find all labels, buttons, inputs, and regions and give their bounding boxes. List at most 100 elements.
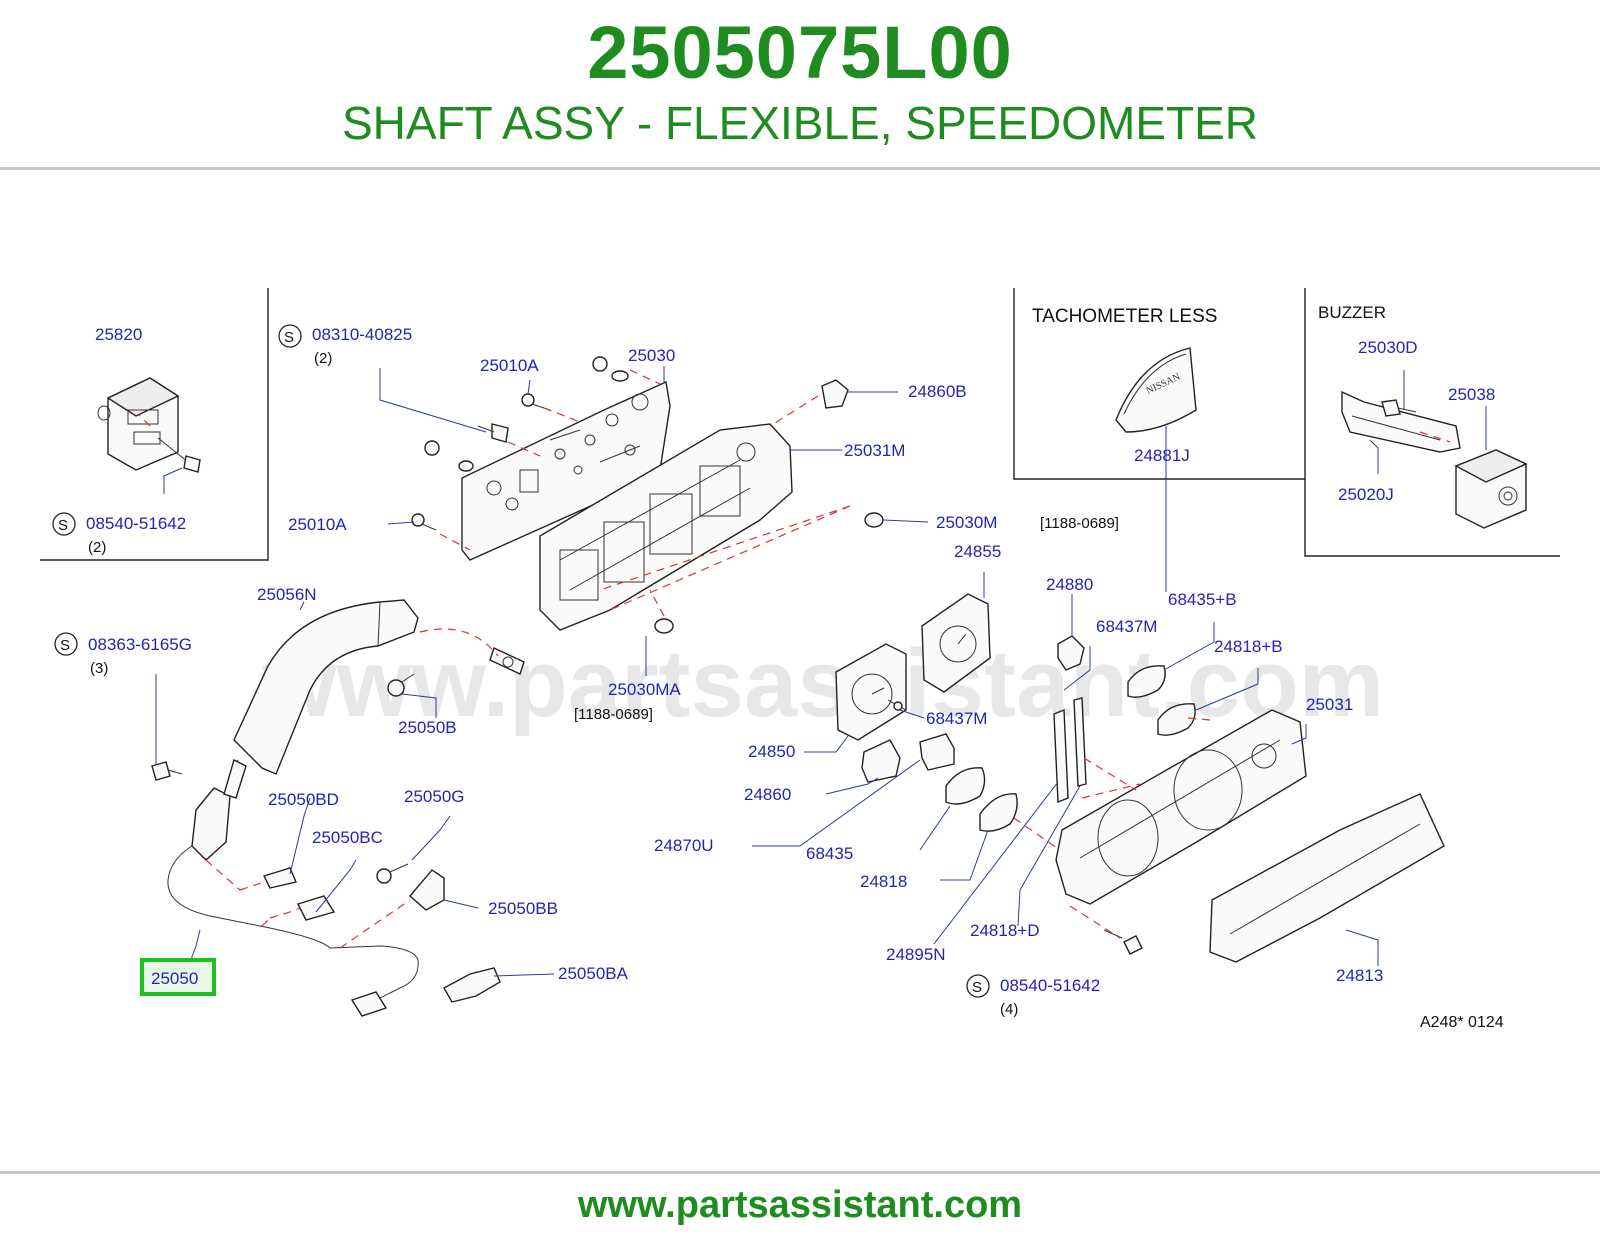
label-25050BC[interactable]: 25050BC: [312, 828, 383, 847]
label-25030M[interactable]: 25030M: [936, 513, 997, 532]
part-24860-gauge[interactable]: [861, 739, 901, 783]
part-25031M-meter-case[interactable]: [539, 423, 793, 631]
part-25050BD-clip[interactable]: [263, 867, 297, 889]
label-24881J[interactable]: 24881J: [1134, 446, 1190, 465]
standard-marker-08310: S: [278, 324, 302, 348]
label-08540-51642-a[interactable]: 08540-51642: [86, 514, 186, 533]
label-08363-6165G[interactable]: 08363-6165G: [88, 635, 192, 654]
footer-website-link[interactable]: www.partsassistant.com: [577, 1184, 1023, 1226]
part-25030-bulb[interactable]: [592, 356, 629, 382]
part-25031-meter-housing[interactable]: [1055, 709, 1307, 905]
part-25050B-clip[interactable]: [387, 673, 415, 697]
part-25056N-cover[interactable]: [233, 599, 419, 775]
inset-box-tachometer: [1013, 288, 1306, 480]
part-25010A-bulb-b[interactable]: [411, 513, 437, 531]
label-24818D[interactable]: 24818+D: [970, 921, 1039, 940]
watermark-text: www.partsassistant.com: [261, 630, 1384, 737]
label-date-range-b: [1188-0689]: [574, 706, 653, 723]
page-header: 2505075L00 SHAFT ASSY - FLEXIBLE, SPEEDO…: [0, 0, 1600, 168]
label-25056N[interactable]: 25056N: [257, 585, 317, 604]
part-25050BB-bracket[interactable]: [409, 869, 445, 911]
label-24860B[interactable]: 24860B: [908, 382, 967, 401]
part-08363-screw[interactable]: [151, 761, 183, 781]
part-bulb-c[interactable]: [424, 440, 474, 472]
part-08540-51642-screw-b[interactable]: [1103, 929, 1143, 955]
label-25030D[interactable]: 25030D: [1358, 338, 1418, 357]
part-24818D-strip[interactable]: [1073, 697, 1087, 787]
label-24818B[interactable]: 24818+B: [1214, 637, 1283, 656]
part-24870U-housing[interactable]: [919, 733, 955, 771]
label-68435B[interactable]: 68435+B: [1168, 590, 1237, 609]
part-25050G-screw[interactable]: [376, 863, 409, 884]
part-number-title: 2505075L00: [587, 11, 1013, 94]
svg-text:S: S: [58, 517, 68, 534]
part-25010A-bulb-a[interactable]: [521, 393, 551, 411]
assembly-dash-lines: [137, 369, 1451, 949]
label-25050BA[interactable]: 25050BA: [558, 964, 629, 983]
label-25031M[interactable]: 25031M: [844, 441, 905, 460]
label-24870U[interactable]: 24870U: [654, 836, 714, 855]
part-grommet-upper[interactable]: [489, 647, 525, 675]
footer-divider: [0, 1171, 1600, 1174]
label-25030MA[interactable]: 25030MA: [608, 680, 681, 699]
part-25030M-bulb[interactable]: [864, 512, 884, 528]
label-date-range-a: [1188-0689]: [1040, 515, 1119, 532]
label-qty-4: (4): [1000, 1001, 1018, 1018]
part-25030MA-bulb[interactable]: [654, 618, 674, 634]
label-24880[interactable]: 24880: [1046, 575, 1093, 594]
part-24855-speedometer[interactable]: [921, 593, 991, 693]
part-24813-lens[interactable]: [1209, 793, 1445, 963]
part-68435B-window[interactable]: [1127, 665, 1166, 698]
standard-marker-08540-b: S: [966, 974, 990, 998]
part-68437M-knob[interactable]: [887, 699, 907, 711]
label-25031[interactable]: 25031: [1306, 695, 1353, 714]
parts-diagram: www.partsassistant.com: [40, 288, 1560, 1031]
part-25050BC-clip[interactable]: [297, 895, 336, 921]
part-24895N-strip[interactable]: [1053, 708, 1069, 804]
label-24818[interactable]: 24818: [860, 872, 907, 891]
label-24855[interactable]: 24855: [954, 542, 1001, 561]
label-25030[interactable]: 25030: [628, 346, 675, 365]
label-25010A-b[interactable]: 25010A: [288, 515, 347, 534]
label-25050G[interactable]: 25050G: [404, 787, 465, 806]
svg-text:S: S: [972, 979, 982, 996]
part-25020J-bracket[interactable]: [1341, 390, 1461, 453]
part-25030D-screw[interactable]: [1381, 399, 1417, 417]
label-08540-51642-b[interactable]: 08540-51642: [1000, 976, 1100, 995]
svg-text:S: S: [60, 637, 70, 654]
label-25038[interactable]: 25038: [1448, 385, 1495, 404]
part-68435-window[interactable]: [945, 767, 986, 805]
label-25050B[interactable]: 25050B: [398, 718, 457, 737]
label-68435[interactable]: 68435: [806, 844, 853, 863]
part-24881J-dial[interactable]: NISSAN: [1115, 347, 1197, 433]
standard-marker-08540-a: S: [52, 512, 76, 536]
header-divider: [0, 167, 1600, 170]
part-24818-filter[interactable]: [979, 793, 1018, 832]
leader-lines: [155, 366, 1487, 977]
part-08310-screw[interactable]: [477, 423, 509, 443]
label-25010A-a[interactable]: 25010A: [480, 356, 539, 375]
label-08310-40825[interactable]: 08310-40825: [312, 325, 412, 344]
label-qty-3: (3): [90, 660, 108, 677]
label-24813[interactable]: 24813: [1336, 966, 1383, 985]
label-25820[interactable]: 25820: [95, 325, 142, 344]
label-qty-2-a: (2): [88, 539, 106, 556]
label-24860[interactable]: 24860: [744, 785, 791, 804]
label-25050-highlighted[interactable]: 25050: [151, 969, 198, 988]
svg-text:S: S: [284, 329, 294, 346]
label-25020J[interactable]: 25020J: [1338, 485, 1394, 504]
part-25050-speedometer-cable[interactable]: [167, 758, 419, 1017]
part-25820-relay-module[interactable]: [97, 377, 180, 471]
part-08540-51642-screw-a[interactable]: [157, 437, 201, 473]
label-24850[interactable]: 24850: [748, 742, 795, 761]
label-qty-2-b: (2): [314, 350, 332, 367]
part-24860B[interactable]: [821, 379, 849, 409]
label-25050BD[interactable]: 25050BD: [268, 790, 339, 809]
part-25038-buzzer[interactable]: [1454, 449, 1528, 529]
label-68437M-a[interactable]: 68437M: [1096, 617, 1157, 636]
label-68437M-b[interactable]: 68437M: [926, 709, 987, 728]
inset-box-left: [40, 288, 269, 561]
label-25050BB[interactable]: 25050BB: [488, 899, 558, 918]
label-24895N[interactable]: 24895N: [886, 945, 946, 964]
part-25050BA-clip[interactable]: [443, 967, 501, 1003]
